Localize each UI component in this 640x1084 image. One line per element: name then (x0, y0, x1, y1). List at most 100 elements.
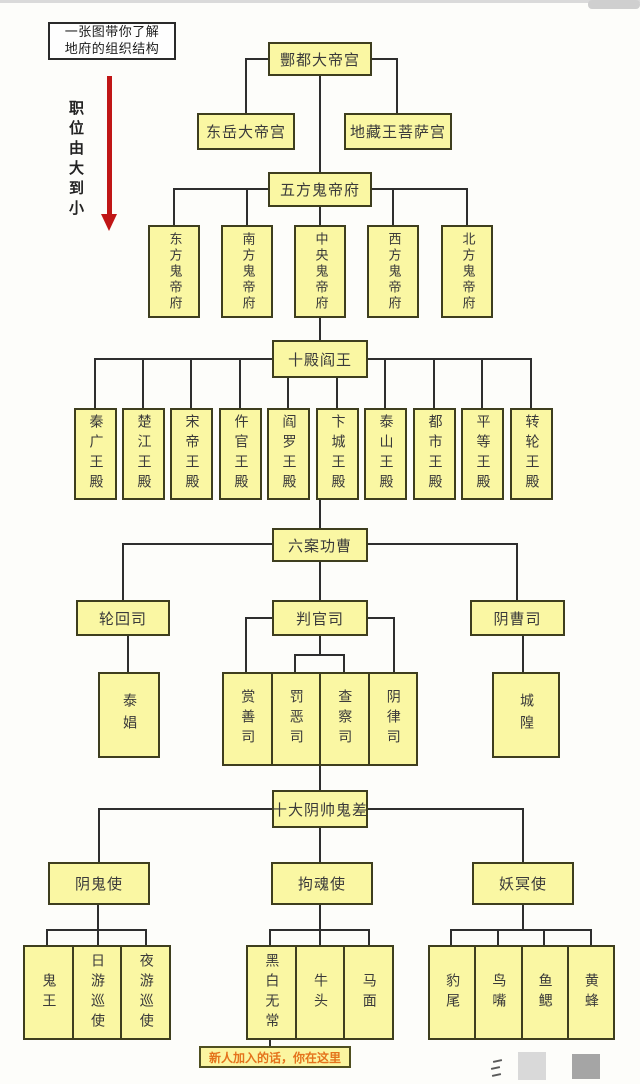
connector-line (127, 636, 129, 672)
connector-line (46, 929, 147, 931)
connector-line (522, 636, 524, 672)
node-marshals-header: 十大阴帅鬼差 (272, 790, 368, 828)
node-yinlv-si: 阴律司 (367, 674, 417, 764)
connector-line (530, 358, 532, 408)
connector-line (466, 188, 468, 225)
connector-line (287, 358, 289, 408)
connector-line (516, 543, 518, 600)
connector-line (396, 58, 398, 114)
connector-line (343, 654, 345, 672)
node-mamian: 马面 (343, 947, 392, 1038)
connector-line (319, 76, 321, 172)
node-king-chujiang: 楚江王殿 (122, 408, 165, 500)
node-yincao-si: 阴曹司 (470, 600, 565, 636)
connector-line (269, 929, 370, 931)
down-arrow-head-icon (101, 214, 117, 231)
node-chacha-si: 查察司 (319, 674, 368, 764)
node-dizang-palace: 地藏王菩萨宫 (344, 113, 452, 150)
node-taichang: 泰娼 (98, 672, 160, 758)
node-huangfeng: 黄蜂 (566, 947, 613, 1038)
node-king-dushi: 都市王殿 (413, 408, 456, 500)
connector-line (336, 358, 338, 408)
connector-line (450, 929, 592, 931)
newcomer-note: 新人加入的话，你在这里 (199, 1046, 351, 1068)
node-north-ghost: 北方鬼帝府 (441, 225, 493, 318)
connector-line (98, 808, 100, 862)
connector-line (372, 188, 467, 190)
connector-line (384, 358, 386, 408)
watermark-scribble (492, 1059, 503, 1063)
connector-line (497, 929, 499, 945)
connector-line (319, 562, 321, 600)
node-riyou-xunshi: 日游巡使 (71, 947, 121, 1038)
node-king-taishan: 泰山王殿 (364, 408, 407, 500)
node-south-ghost: 南方鬼帝府 (221, 225, 273, 318)
connector-line (450, 929, 452, 945)
connector-line (481, 358, 483, 408)
node-central-ghost: 中央鬼帝府 (294, 225, 346, 318)
node-ten-kings-header: 十殿阎王 (272, 340, 368, 378)
caption-line1: 一张图带你了解 (64, 25, 160, 40)
scan-artifact-band (0, 0, 640, 3)
node-five-ghost-header: 五方鬼帝府 (268, 172, 372, 207)
connector-line (319, 766, 321, 790)
connector-line (294, 654, 345, 656)
node-niaozui: 鸟嘴 (474, 947, 520, 1038)
connector-line (294, 654, 296, 672)
connector-line (522, 808, 524, 862)
node-yingui-envoy: 阴鬼使 (48, 862, 150, 905)
connector-line (122, 543, 272, 545)
down-arrow-shaft (107, 76, 112, 216)
node-west-ghost: 西方鬼帝府 (367, 225, 419, 318)
node-juhun-envoy: 拘魂使 (271, 862, 373, 905)
connector-line (245, 617, 247, 672)
watermark-square-dark (572, 1054, 600, 1079)
connector-line (122, 543, 124, 600)
connector-line (319, 318, 321, 340)
connector-line (97, 905, 99, 945)
connector-line (319, 905, 321, 945)
node-king-zhuanlun: 转轮王殿 (510, 408, 553, 500)
node-king-yanluo: 阎罗王殿 (267, 408, 310, 500)
connector-line (368, 617, 395, 619)
connector-line (590, 929, 592, 945)
node-east-ghost: 东方鬼帝府 (148, 225, 200, 318)
connector-line (522, 905, 524, 930)
node-guiwang: 鬼王 (40, 972, 57, 1013)
connector-line (98, 808, 272, 810)
node-king-songdi: 宋帝王殿 (170, 408, 213, 500)
connector-line (319, 828, 321, 862)
connector-line (94, 358, 96, 408)
connector-line (173, 188, 268, 190)
connector-line (245, 58, 247, 114)
node-niutou: 牛头 (294, 947, 344, 1038)
node-king-wuguan: 仵官王殿 (219, 408, 262, 500)
node-king-biancheng: 卞城王殿 (316, 408, 359, 500)
node-king-pingdeng: 平等王殿 (461, 408, 504, 500)
node-gongcao-header: 六案功曹 (272, 528, 368, 562)
node-yusai: 鱼鳃 (520, 947, 567, 1038)
connector-line (269, 1040, 271, 1048)
node-fengdu-palace: 酆都大帝宫 (268, 42, 372, 76)
connector-line (368, 929, 370, 945)
connector-line (433, 358, 435, 408)
connector-line (319, 207, 321, 225)
node-king-qinguang: 秦广王殿 (74, 408, 117, 500)
juhun-children-group: 黑白无常 牛头 马面 (246, 945, 394, 1040)
panguan-children-group: 赏善司 罚恶司 查察司 阴律司 (222, 672, 418, 766)
node-yeyou-xunshi: 夜游巡使 (120, 947, 169, 1038)
connector-line (392, 188, 394, 225)
node-yaoming-envoy: 妖冥使 (472, 862, 574, 905)
connector-line (246, 188, 248, 225)
watermark-scribble (490, 1066, 501, 1070)
connector-line (190, 358, 192, 408)
connector-line (173, 188, 175, 225)
node-dongyue-palace: 东岳大帝宫 (197, 113, 295, 150)
connector-line (46, 929, 48, 945)
connector-line (145, 929, 147, 945)
node-shangshan-si: 赏善司 (239, 689, 256, 749)
node-lunhui-si: 轮回司 (76, 600, 170, 636)
connector-line (239, 358, 241, 408)
yaoming-children-group: 豹尾 鸟嘴 鱼鳃 黄蜂 (428, 945, 615, 1040)
